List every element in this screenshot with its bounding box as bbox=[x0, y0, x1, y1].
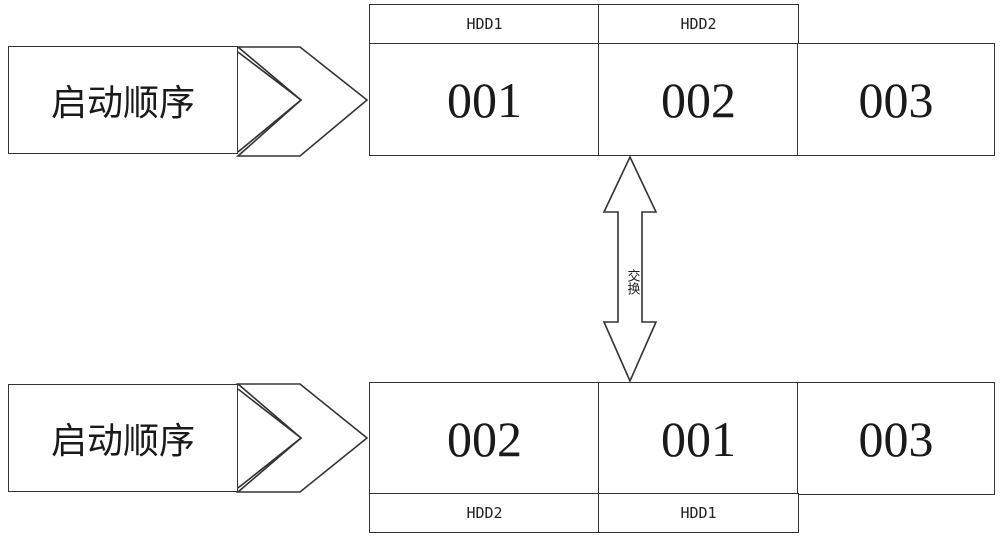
bottom-tag-hdd2: HDD2 bbox=[369, 493, 600, 533]
bottom-tag-hdd1: HDD1 bbox=[598, 493, 799, 533]
top-cell-2: 002 bbox=[598, 43, 799, 156]
top-boot-order-label: 启动顺序 bbox=[8, 46, 238, 154]
bottom-cell-2: 001 bbox=[598, 382, 799, 495]
bottom-cell-3: 003 bbox=[797, 382, 995, 495]
bottom-boot-order-label: 启动顺序 bbox=[8, 384, 238, 492]
top-chevron-arrow-icon bbox=[235, 46, 369, 157]
swap-label: 交换 bbox=[624, 269, 640, 295]
bottom-cell-1: 002 bbox=[369, 382, 600, 495]
top-cell-3: 003 bbox=[797, 43, 995, 156]
bottom-chevron-arrow-icon bbox=[235, 383, 369, 493]
top-tag-hdd2: HDD2 bbox=[598, 4, 799, 44]
swap-double-arrow-icon bbox=[602, 155, 658, 383]
